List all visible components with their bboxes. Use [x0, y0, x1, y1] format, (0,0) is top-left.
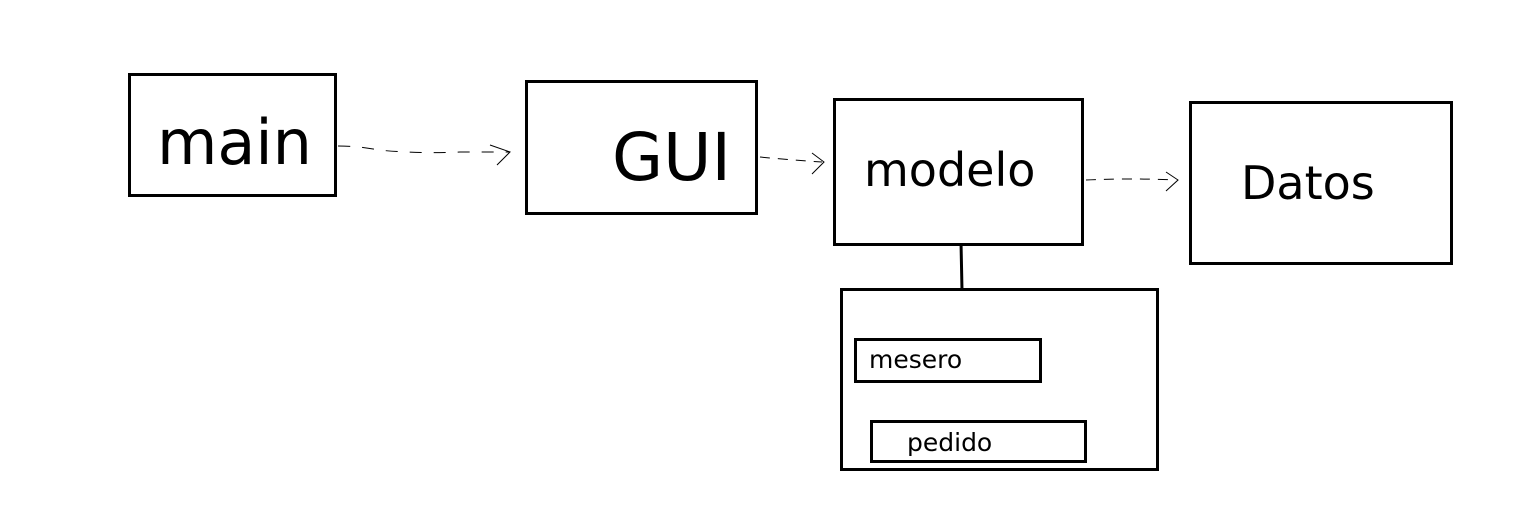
pedido-label: pedido — [907, 428, 993, 457]
modelo-label: modelo — [864, 143, 1036, 197]
main-label: main — [157, 106, 312, 179]
datos-label: Datos — [1241, 156, 1375, 210]
main-box: main — [128, 73, 337, 197]
mesero-label: mesero — [869, 345, 963, 374]
gui-box: GUI — [525, 80, 758, 215]
dependency-arrow-gui-modelo — [759, 152, 825, 175]
modelo-box: modelo — [833, 98, 1084, 246]
dependency-arrow-main-gui — [337, 144, 511, 166]
datos-box: Datos — [1189, 101, 1453, 265]
mesero-box: mesero — [854, 338, 1042, 383]
dependency-arrow-modelo-datos — [1085, 171, 1179, 192]
gui-label: GUI — [612, 119, 731, 196]
pedido-box: pedido — [870, 420, 1087, 463]
link-modelo-package — [959, 241, 964, 291]
